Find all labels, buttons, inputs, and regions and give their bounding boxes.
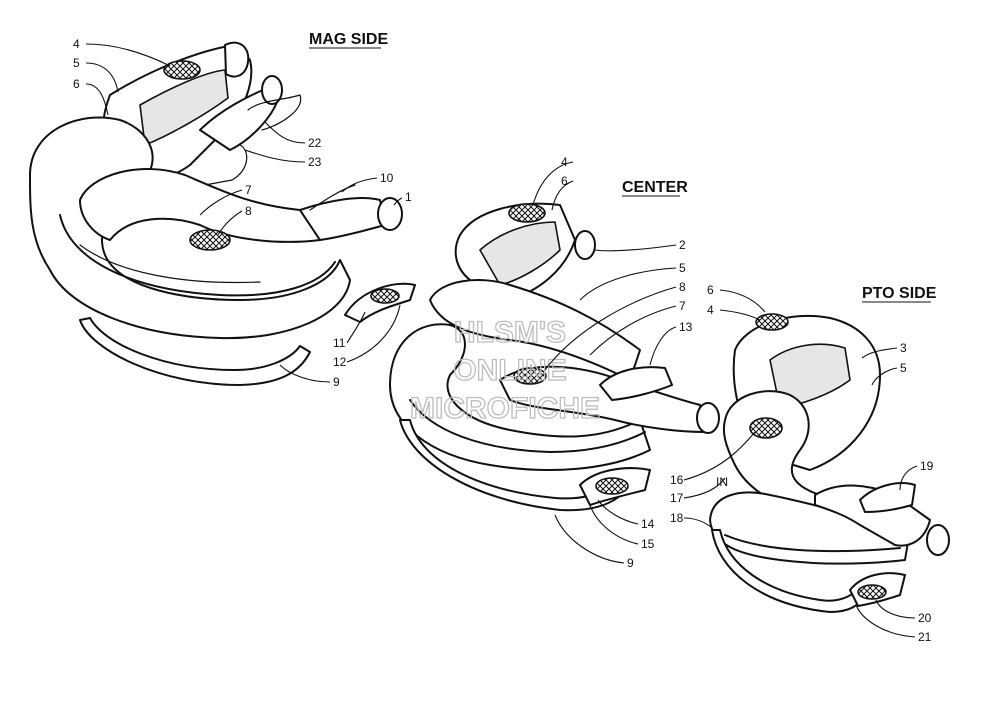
mag-silencer-outlet	[224, 41, 250, 78]
callout-ctr-8: 8	[679, 280, 686, 294]
callout-mag-12: 12	[333, 355, 347, 369]
callout-pto-16: 16	[670, 473, 684, 487]
callout-mag-8: 8	[245, 204, 252, 218]
mag-head-pipe	[79, 168, 321, 243]
callout-pto-17: 17	[670, 491, 684, 505]
center-chamber-upper	[429, 279, 641, 381]
section-headings: MAG SIDE CENTER PTO SIDE	[309, 31, 937, 303]
callout-mag-10: 10	[380, 171, 394, 185]
callouts: 4 5 6 22 23 7 8 10 1 11 12 9 4 6 2 5 8 7	[73, 37, 934, 644]
mag-guard-9	[79, 317, 311, 386]
mag-mesh-4	[163, 60, 201, 80]
mag-side-assembly	[29, 41, 416, 386]
callout-ctr-13: 13	[679, 320, 693, 334]
mag-bracket-10	[309, 184, 356, 211]
mag-spring-23	[204, 144, 248, 186]
center-mesh-8	[513, 367, 547, 385]
mag-flange-1	[377, 197, 403, 231]
pto-flange	[926, 524, 950, 556]
callout-mag-5: 5	[73, 56, 80, 70]
watermark-line-3: MICROFICHE	[410, 392, 600, 425]
center-assembly	[389, 202, 720, 512]
pto-mesh-16	[749, 417, 783, 439]
callout-ctr-7: 7	[679, 299, 686, 313]
callout-mag-22: 22	[308, 136, 322, 150]
callout-ctr-9: 9	[627, 556, 634, 570]
watermark-line-2: ONLINE	[453, 354, 566, 387]
callout-mag-23: 23	[308, 155, 322, 169]
callout-ctr-2: 2	[679, 238, 686, 252]
callout-pto-20: 20	[918, 611, 932, 625]
callout-pto-4: 4	[707, 303, 714, 317]
pto-elbow-19	[859, 482, 916, 513]
mag-mesh-8	[189, 229, 231, 251]
callout-pto-18: 18	[670, 511, 684, 525]
callout-ctr-14: 14	[641, 517, 655, 531]
callout-ctr-6: 6	[561, 174, 568, 188]
center-mesh-15	[595, 477, 629, 495]
callout-pto-21: 21	[918, 630, 932, 644]
center-silencer-outlet	[574, 230, 596, 260]
pto-side-assembly	[709, 313, 950, 613]
heading-pto-side: PTO SIDE	[862, 285, 937, 302]
callout-ctr-5: 5	[679, 261, 686, 275]
watermark: HLSM'S ONLINE MICROFICHE	[409, 315, 600, 425]
center-mesh-4	[508, 203, 546, 223]
heading-mag-side: MAG SIDE	[309, 31, 388, 48]
mag-chamber-inner	[59, 214, 336, 297]
center-silencer-panel	[479, 221, 561, 286]
callout-mag-1: 1	[405, 190, 412, 204]
callout-mag-9: 9	[333, 375, 340, 389]
callout-mag-4: 4	[73, 37, 80, 51]
pto-chamber-inner	[724, 534, 901, 553]
callout-mag-7: 7	[245, 183, 252, 197]
callout-mag-11: 11	[333, 336, 346, 350]
center-chamber-inner	[409, 399, 646, 453]
mag-mesh-12	[370, 288, 400, 304]
mag-silencer-panel	[139, 69, 229, 146]
mag-chamber-seam	[79, 244, 261, 284]
watermark-line-1: HLSM'S	[454, 316, 566, 349]
callout-ctr-4: 4	[561, 155, 568, 169]
mag-tailpipe-end	[261, 75, 283, 105]
center-elbow-13	[599, 366, 673, 401]
center-flange	[696, 402, 720, 434]
callout-pto-19: 19	[920, 459, 934, 473]
mag-spring-22	[247, 94, 302, 131]
pto-mesh-21	[857, 584, 887, 600]
pto-chamber-upper	[722, 390, 821, 516]
heading-center: CENTER	[622, 179, 688, 196]
callout-pto-6: 6	[707, 283, 714, 297]
pto-mesh-4	[755, 313, 789, 331]
callout-mag-6: 6	[73, 77, 80, 91]
callout-ctr-15: 15	[641, 537, 655, 551]
callout-pto-3: 3	[900, 341, 907, 355]
callout-pto-5: 5	[900, 361, 907, 375]
mag-chamber-outer	[29, 116, 351, 340]
